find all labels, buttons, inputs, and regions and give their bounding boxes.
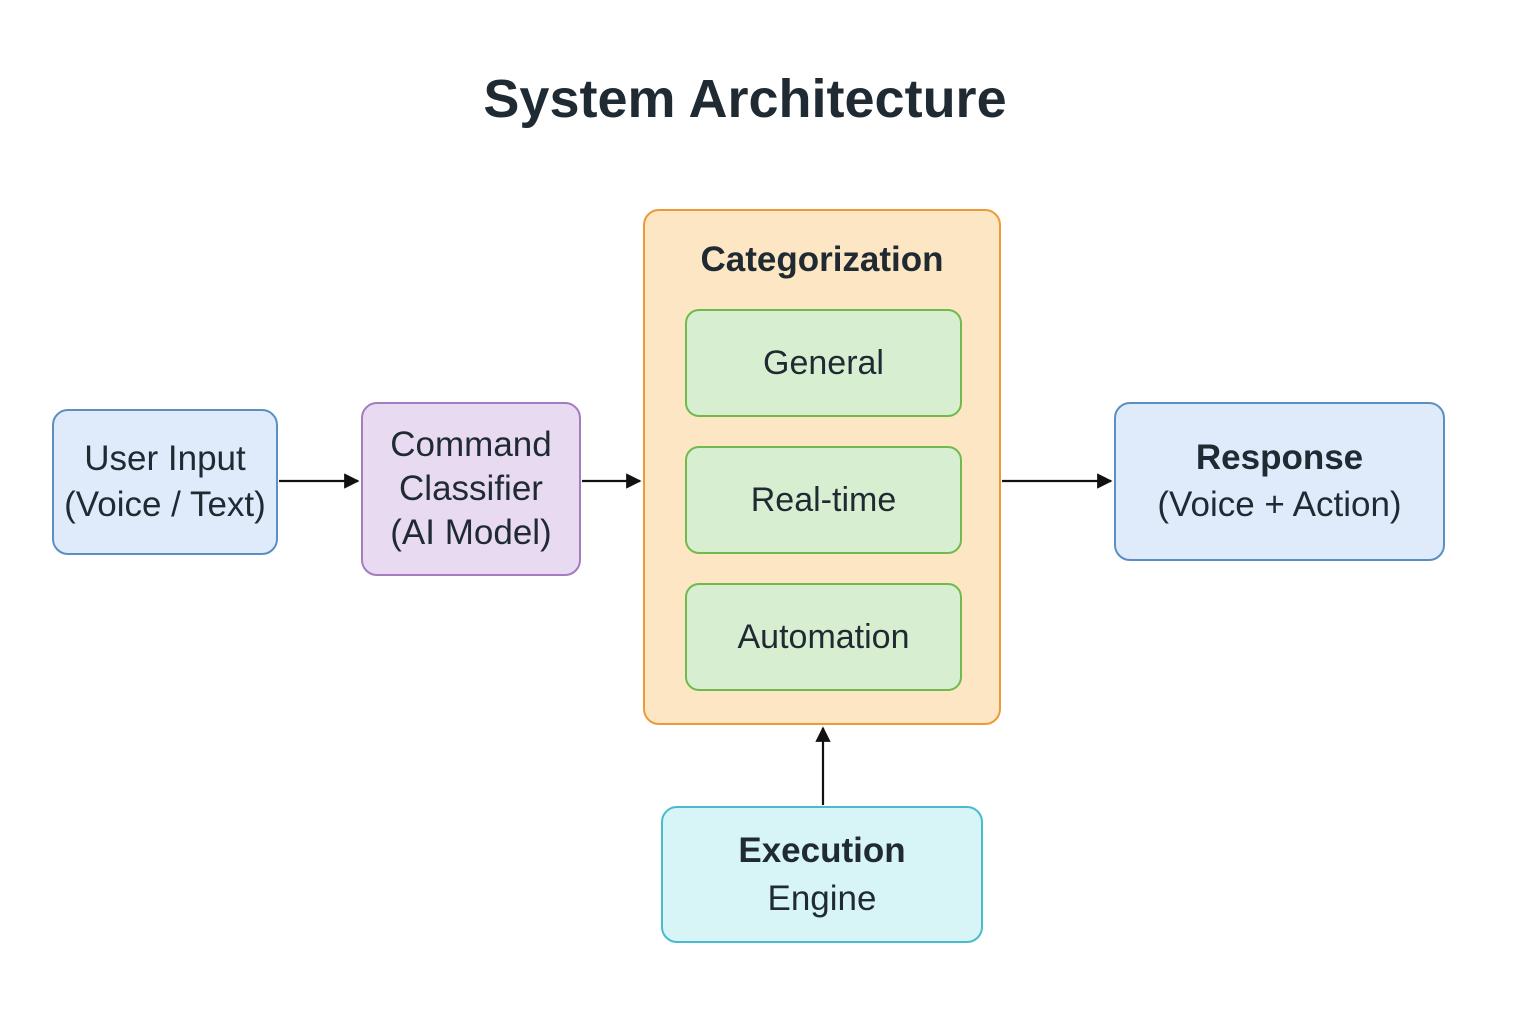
engine-label: Execution	[738, 830, 906, 870]
execution-engine-node: Execution Engine	[661, 806, 983, 943]
category-real-time: Real-time	[685, 446, 962, 554]
classifier-label-line1: Command	[390, 425, 552, 465]
response-node: Response (Voice + Action)	[1114, 402, 1445, 561]
engine-sublabel: Engine	[767, 878, 877, 918]
diagram-title: System Architecture	[483, 69, 1007, 129]
response-label: Response	[1195, 438, 1364, 478]
categorization-group: Categorization General Real-time Automat…	[643, 209, 1001, 725]
user-input-node: User Input (Voice / Text)	[52, 409, 278, 555]
category-general: General	[685, 309, 962, 417]
classifier-sublabel: (AI Model)	[390, 512, 552, 552]
command-classifier-node: Command Classifier (AI Model)	[361, 402, 581, 576]
response-sublabel: (Voice + Action)	[1157, 484, 1402, 524]
category-automation: Automation	[685, 583, 962, 691]
user-input-sublabel: (Voice / Text)	[64, 485, 266, 524]
categorization-title: Categorization	[700, 240, 944, 279]
classifier-label-line2: Classifier	[399, 469, 543, 509]
user-input-label: User Input	[84, 438, 246, 478]
